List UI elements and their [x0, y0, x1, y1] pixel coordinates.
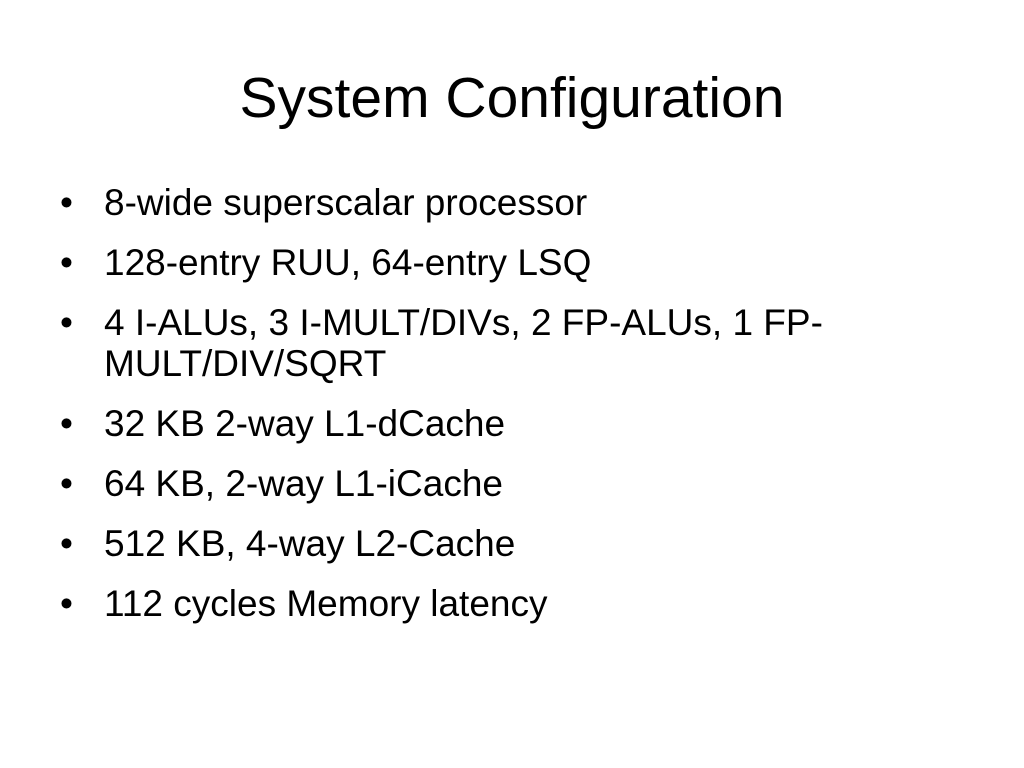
bullet-icon: •: [60, 403, 73, 444]
bullet-icon: •: [60, 302, 73, 343]
bullet-icon: •: [60, 583, 73, 624]
bullet-item: • 4 I-ALUs, 3 I-MULT/DIVs, 2 FP-ALUs, 1 …: [56, 302, 936, 384]
bullet-text: 32 KB 2-way L1-dCache: [104, 403, 506, 444]
bullet-text: 112 cycles Memory latency: [104, 583, 548, 624]
bullet-item: • 112 cycles Memory latency: [56, 583, 936, 624]
bullet-icon: •: [60, 182, 73, 223]
bullet-icon: •: [60, 463, 73, 504]
bullet-item: • 32 KB 2-way L1-dCache: [56, 403, 936, 444]
bullet-item: • 128-entry RUU, 64-entry LSQ: [56, 242, 936, 283]
slide-title: System Configuration: [239, 66, 785, 130]
bullet-icon: •: [60, 242, 73, 283]
bullet-text: 4 I-ALUs, 3 I-MULT/DIVs, 2 FP-ALUs, 1 FP…: [104, 302, 823, 384]
bullet-text: 128-entry RUU, 64-entry LSQ: [104, 242, 592, 283]
bullet-item: • 64 KB, 2-way L1-iCache: [56, 463, 936, 504]
bullet-icon: •: [60, 523, 73, 564]
bullet-text: 8-wide superscalar processor: [104, 182, 588, 223]
bullet-text: 512 KB, 4-way L2-Cache: [104, 523, 516, 564]
bullet-item: • 512 KB, 4-way L2-Cache: [56, 523, 936, 564]
bullet-item: • 8-wide superscalar processor: [56, 182, 936, 223]
bullet-list: • 8-wide superscalar processor • 128-ent…: [56, 182, 936, 643]
bullet-text: 64 KB, 2-way L1-iCache: [104, 463, 503, 504]
